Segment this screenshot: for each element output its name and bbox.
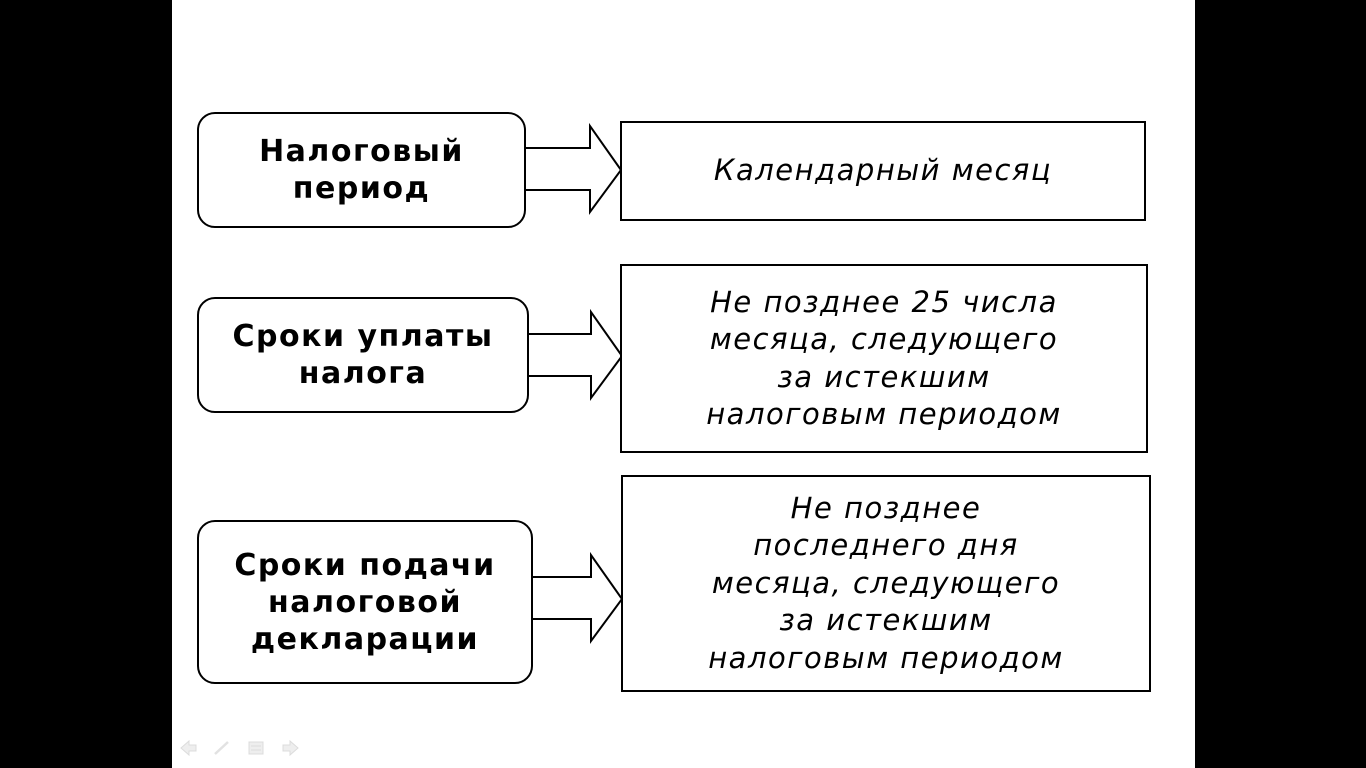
next-arrow-icon[interactable] [282, 739, 299, 757]
term-box-payment-deadline: Сроки уплаты налога [197, 297, 529, 413]
pen-icon[interactable] [214, 741, 229, 755]
term-text: Налоговый [259, 134, 464, 169]
term-text: Сроки уплаты [232, 319, 494, 354]
value-text: за истекшим [777, 359, 991, 394]
value-text: налоговым периодом [708, 640, 1064, 675]
term-text: налоговой [268, 584, 462, 620]
term-text: налога [298, 356, 428, 391]
value-box-declaration-deadline: Не позднее последнего дня месяца, следую… [621, 475, 1151, 692]
prev-arrow-icon[interactable] [180, 739, 197, 757]
value-text: месяца, следующего [709, 322, 1059, 356]
value-text: Календарный месяц [713, 153, 1053, 188]
block-arrow [531, 551, 624, 645]
block-arrow [524, 122, 623, 216]
term-text: декларации [250, 621, 480, 657]
value-text: Не позднее 25 числа [710, 284, 1058, 319]
value-box-tax-period: Календарный месяц [620, 121, 1146, 221]
menu-icon[interactable] [248, 741, 264, 755]
value-box-payment-deadline: Не позднее 25 числа месяца, следующего з… [620, 264, 1148, 453]
value-text: Не позднее [790, 490, 982, 525]
value-text: последнего дня [753, 528, 1019, 563]
value-text: месяца, следующего [711, 565, 1061, 600]
term-text: Сроки подачи [234, 547, 496, 583]
block-arrow [527, 308, 624, 402]
value-text: налоговым периодом [706, 397, 1062, 431]
term-box-tax-period: Налоговый период [197, 112, 526, 228]
term-text: период [292, 171, 431, 206]
value-text: за истекшим [779, 603, 993, 638]
term-box-declaration-deadline: Сроки подачи налоговой декларации [197, 520, 533, 684]
slide-nav-bar [180, 739, 299, 757]
